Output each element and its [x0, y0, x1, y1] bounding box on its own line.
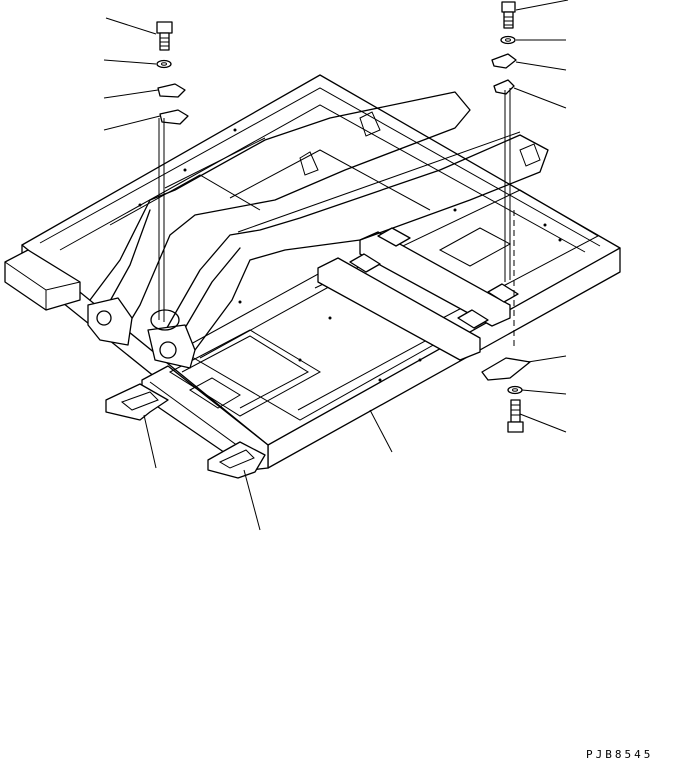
drawing-code: PJB8545 — [586, 748, 654, 761]
front-mount-bracket-right — [207, 441, 266, 479]
leader-lines — [103, 0, 569, 531]
boom-support-arms — [87, 91, 549, 369]
lower-right-fastener-stack — [481, 357, 531, 433]
revolving-frame — [4, 74, 621, 471]
left-fastener-stack — [156, 21, 189, 322]
front-mount-bracket-left — [105, 383, 169, 421]
right-fastener-stack — [491, 1, 517, 350]
frame-details — [138, 128, 562, 382]
